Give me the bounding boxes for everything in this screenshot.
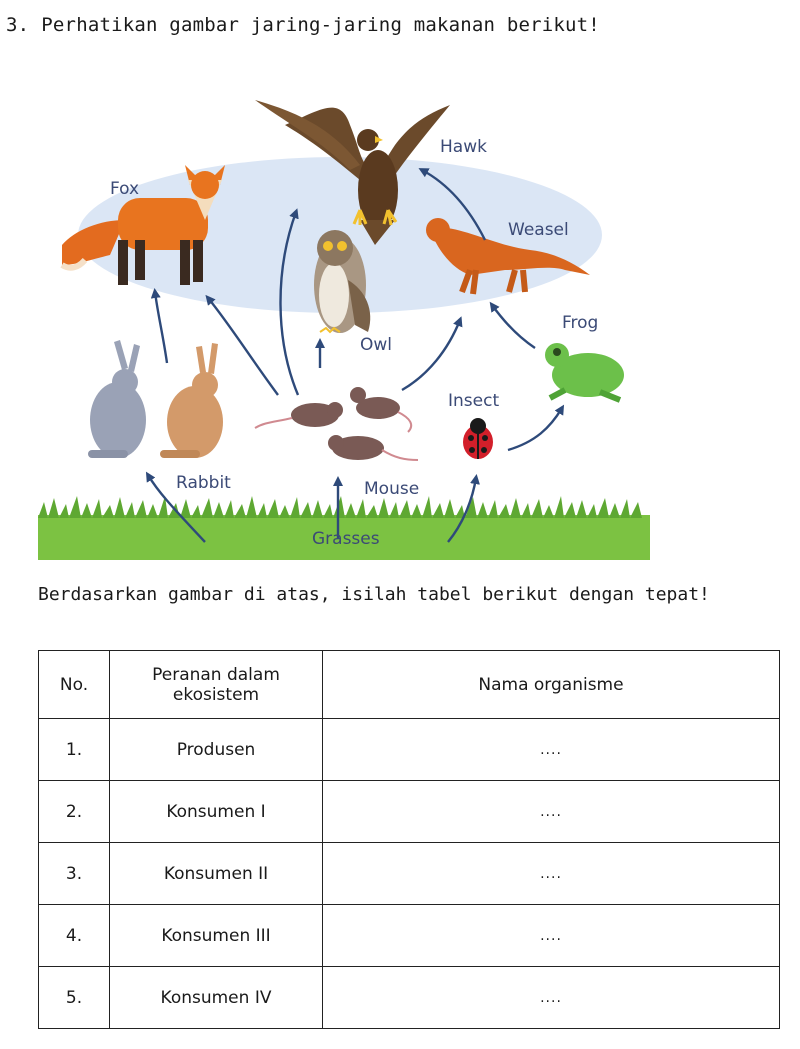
row-answer-blank[interactable]: .... <box>322 966 780 1029</box>
answer-table: No. Peranan dalam ekosistem Nama organis… <box>38 650 780 1029</box>
row-answer-blank[interactable]: .... <box>322 842 780 905</box>
question-heading: 3. Perhatikan gambar jaring-jaring makana… <box>6 14 600 36</box>
table-row: 1. Produsen .... <box>38 718 780 781</box>
food-web-arrows <box>145 168 565 543</box>
table-row: 5. Konsumen IV .... <box>38 966 780 1029</box>
header-role-line1: Peranan dalam <box>152 664 280 685</box>
instruction-text: Berdasarkan gambar di atas, isilah tabel… <box>38 584 710 605</box>
food-web-figure: Hawk Fox Weasel Frog Owl Insect Rabbit M… <box>30 70 660 562</box>
hawk-illustration <box>255 100 450 245</box>
header-role-line2: ekosistem <box>172 684 260 705</box>
row-answer-blank[interactable]: .... <box>322 780 780 843</box>
arrow-insect-frog <box>507 404 565 452</box>
header-role: Peranan dalam ekosistem <box>109 650 323 719</box>
arrow-mouse-hawk <box>279 208 300 396</box>
row-number: 2. <box>38 780 110 843</box>
question-number: 3. <box>6 14 30 36</box>
label-fox: Fox <box>110 179 139 199</box>
label-mouse: Mouse <box>364 479 419 499</box>
label-insect: Insect <box>448 391 499 411</box>
arrow-grasses-rabbit <box>145 471 206 543</box>
row-role: Produsen <box>109 718 323 781</box>
row-answer-blank[interactable]: .... <box>322 718 780 781</box>
arrow-weasel-hawk <box>418 168 487 241</box>
label-rabbit: Rabbit <box>176 473 231 493</box>
arrow-grasses-insect <box>447 474 480 543</box>
frog-illustration <box>545 343 624 403</box>
arrow-mouse-fox <box>205 294 279 396</box>
mouse-illustration <box>254 387 419 461</box>
weasel-illustration <box>426 218 590 295</box>
label-hawk: Hawk <box>440 137 487 157</box>
row-number: 4. <box>38 904 110 967</box>
arrow-frog-weasel <box>489 301 536 349</box>
table-row: 3. Konsumen II .... <box>38 842 780 905</box>
row-number: 5. <box>38 966 110 1029</box>
fox-illustration <box>60 165 225 285</box>
table-header-row: No. Peranan dalam ekosistem Nama organis… <box>38 650 780 719</box>
insect-illustration <box>463 418 493 459</box>
label-weasel: Weasel <box>508 220 569 240</box>
header-organism: Nama organisme <box>322 650 780 719</box>
rabbit-illustration <box>88 340 223 458</box>
row-number: 1. <box>38 718 110 781</box>
row-role: Konsumen I <box>109 780 323 843</box>
row-role: Konsumen IV <box>109 966 323 1029</box>
label-grasses: Grasses <box>312 529 380 549</box>
header-no: No. <box>38 650 110 719</box>
owl-illustration <box>314 230 371 334</box>
question-text: Perhatikan gambar jaring-jaring makanan … <box>41 14 600 36</box>
row-number: 3. <box>38 842 110 905</box>
arrow-mouse-weasel <box>401 316 463 392</box>
table-row: 2. Konsumen I .... <box>38 780 780 843</box>
food-web-illustration: Hawk Fox Weasel Frog Owl Insect Rabbit M… <box>38 100 650 560</box>
arrow-rabbit-fox <box>150 288 169 364</box>
label-owl: Owl <box>360 335 392 355</box>
row-answer-blank[interactable]: .... <box>322 904 780 967</box>
row-role: Konsumen II <box>109 842 323 905</box>
label-frog: Frog <box>562 313 598 333</box>
row-role: Konsumen III <box>109 904 323 967</box>
grass-strip <box>38 496 650 560</box>
table-row: 4. Konsumen III .... <box>38 904 780 967</box>
